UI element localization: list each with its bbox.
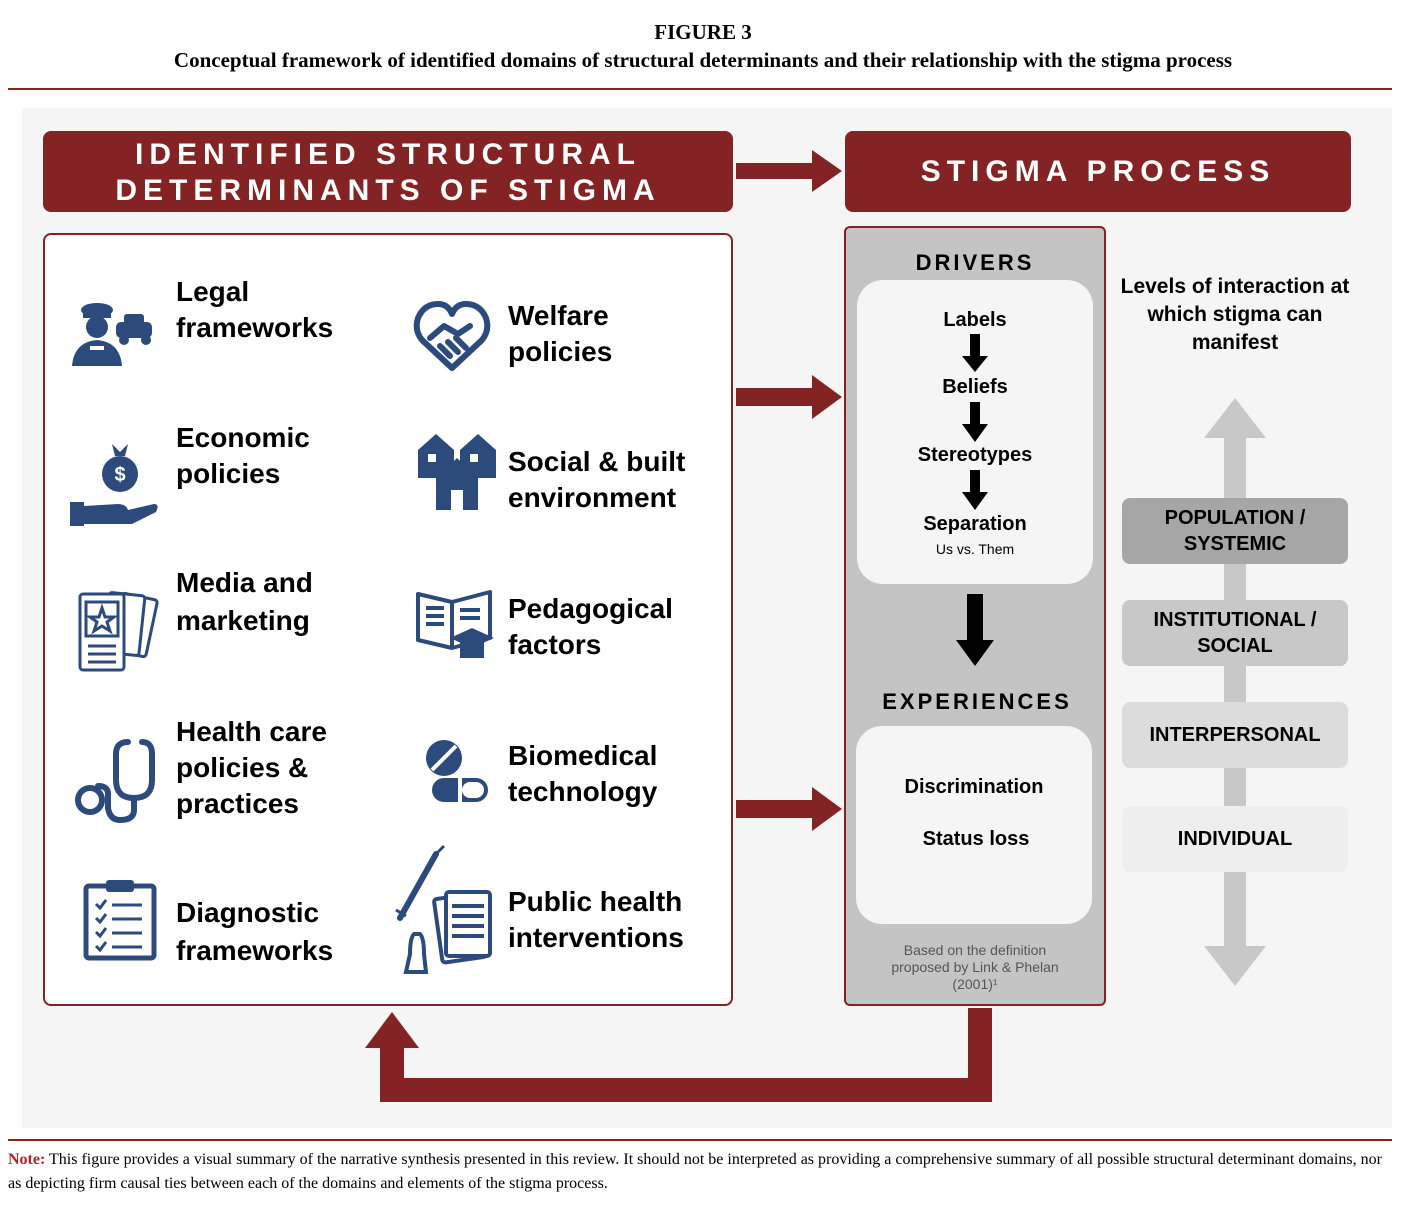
- drivers-heading: DRIVERS: [915, 250, 1035, 275]
- domain-line: Social & built: [508, 446, 686, 477]
- level-line: SYSTEMIC: [1183, 533, 1287, 555]
- level-institutional-social: INSTITUTIONAL / SOCIAL: [1122, 600, 1348, 666]
- domain-legal-frameworks: Legal frameworks: [176, 274, 333, 346]
- driver-separation: Separation: [923, 513, 1027, 535]
- driver-labels: Labels: [943, 309, 1007, 331]
- domain-biomedical-technology: Biomedical technology: [508, 738, 657, 810]
- level-population-systemic: POPULATION / SYSTEMIC: [1122, 498, 1348, 564]
- domain-line: Public health: [508, 886, 683, 917]
- domain-economic-policies: Economic policies: [176, 420, 310, 492]
- domain-line: Welfare: [508, 300, 609, 331]
- definition-footnote: Based on the definition proposed by Link…: [858, 942, 1092, 993]
- experience-discrimination: Discrimination: [904, 776, 1044, 798]
- heart-handshake-icon: [413, 301, 491, 371]
- driver-beliefs: Beliefs: [942, 376, 1008, 398]
- driver-stereotypes: Stereotypes: [917, 444, 1033, 466]
- levels-double-arrow: [1204, 398, 1266, 986]
- down-arrow-3: [962, 470, 988, 510]
- stethoscope-icon: [75, 739, 155, 824]
- domain-line: frameworks: [176, 312, 334, 343]
- domain-line: marketing: [176, 605, 310, 636]
- bottom-rule: [8, 1139, 1392, 1141]
- figure-title: Conceptual framework of identified domai…: [173, 48, 1233, 72]
- star-document-icon: [78, 591, 159, 672]
- stigma-process-banner: STIGMA PROCESS: [845, 131, 1351, 212]
- houses-icon: [418, 434, 496, 510]
- domain-line: frameworks: [176, 935, 334, 966]
- experiences-box: [856, 726, 1092, 924]
- domain-welfare-policies: Welfare policies: [508, 298, 612, 370]
- police-officer-icon: [72, 303, 152, 366]
- down-arrow-1: [962, 334, 988, 372]
- footnote-line: (2001)¹: [952, 976, 998, 992]
- domain-line: technology: [508, 776, 658, 807]
- note-key: Note:: [8, 1151, 46, 1168]
- domain-public-health-interventions: Public health interventions: [508, 884, 684, 956]
- experiences-heading: EXPERIENCES: [882, 689, 1072, 714]
- level-individual: INDIVIDUAL: [1122, 806, 1348, 872]
- svg-text:$: $: [114, 464, 125, 486]
- domain-line: policies &: [176, 752, 309, 783]
- domain-pedagogical-factors: Pedagogical factors: [508, 591, 673, 663]
- down-arrow-2: [962, 402, 988, 442]
- domain-line: Health care: [176, 716, 327, 747]
- separation-subtitle: Us vs. Them: [935, 541, 1015, 557]
- banner-line-1: IDENTIFIED STRUCTURAL: [135, 138, 641, 171]
- level-interpersonal: INTERPERSONAL: [1122, 702, 1348, 768]
- determinants-box: [43, 233, 733, 1006]
- footnote-line: Based on the definition: [903, 942, 1047, 958]
- top-rule: [8, 88, 1392, 90]
- banner-line-2: DETERMINANTS OF STIGMA: [115, 174, 661, 207]
- structural-determinants-banner: IDENTIFIED STRUCTURAL DETERMINANTS OF ST…: [43, 131, 733, 212]
- level-line: INDIVIDUAL: [1177, 828, 1293, 850]
- domain-line: practices: [176, 788, 299, 819]
- level-line: INSTITUTIONAL /: [1153, 609, 1317, 631]
- feedback-arrow: [365, 1008, 992, 1102]
- figure-note: Note: This figure provides a visual summ…: [8, 1148, 1398, 1196]
- pills-icon: [426, 740, 488, 802]
- level-line: SOCIAL: [1197, 635, 1273, 657]
- domain-media-marketing: Media and marketing: [176, 564, 313, 640]
- domain-line: Biomedical: [508, 740, 658, 771]
- level-line: INTERPERSONAL: [1149, 724, 1321, 746]
- book-graduation-cap-icon: [416, 590, 494, 658]
- experience-status-loss: Status loss: [922, 828, 1030, 850]
- domain-line: environment: [508, 482, 677, 513]
- domain-line: Legal: [176, 276, 250, 307]
- drivers-to-experiences-arrow: [956, 594, 994, 666]
- domain-line: interventions: [508, 922, 684, 953]
- level-line: POPULATION /: [1164, 507, 1306, 529]
- levels-caption: Levels of interaction at which stigma ca…: [1120, 275, 1350, 354]
- footnote-line: proposed by Link & Phelan: [891, 959, 1059, 975]
- domain-health-care: Health care policies & practices: [176, 714, 327, 822]
- domain-line: Pedagogical: [508, 593, 673, 624]
- note-text: This figure provides a visual summary of…: [8, 1151, 1382, 1192]
- domain-line: factors: [508, 629, 602, 660]
- experiences-arrow: [736, 787, 842, 831]
- drivers-arrow: [736, 375, 842, 419]
- domain-line: policies: [176, 458, 281, 489]
- domain-social-built-environment: Social & built environment: [508, 444, 685, 516]
- clipboard-checklist-icon: [83, 880, 157, 961]
- banner-arrow: [736, 150, 842, 192]
- domain-line: Economic: [176, 422, 310, 453]
- domain-line: policies: [508, 336, 613, 367]
- domain-diagnostic-frameworks: Diagnostic frameworks: [176, 894, 333, 970]
- figure-label: FIGURE 3: [654, 20, 752, 44]
- money-bag-hand-icon: $: [70, 444, 158, 526]
- domain-line: Media and: [176, 567, 313, 598]
- syringe-condom-leaflet-icon: [395, 844, 492, 974]
- domain-line: Diagnostic: [176, 897, 320, 928]
